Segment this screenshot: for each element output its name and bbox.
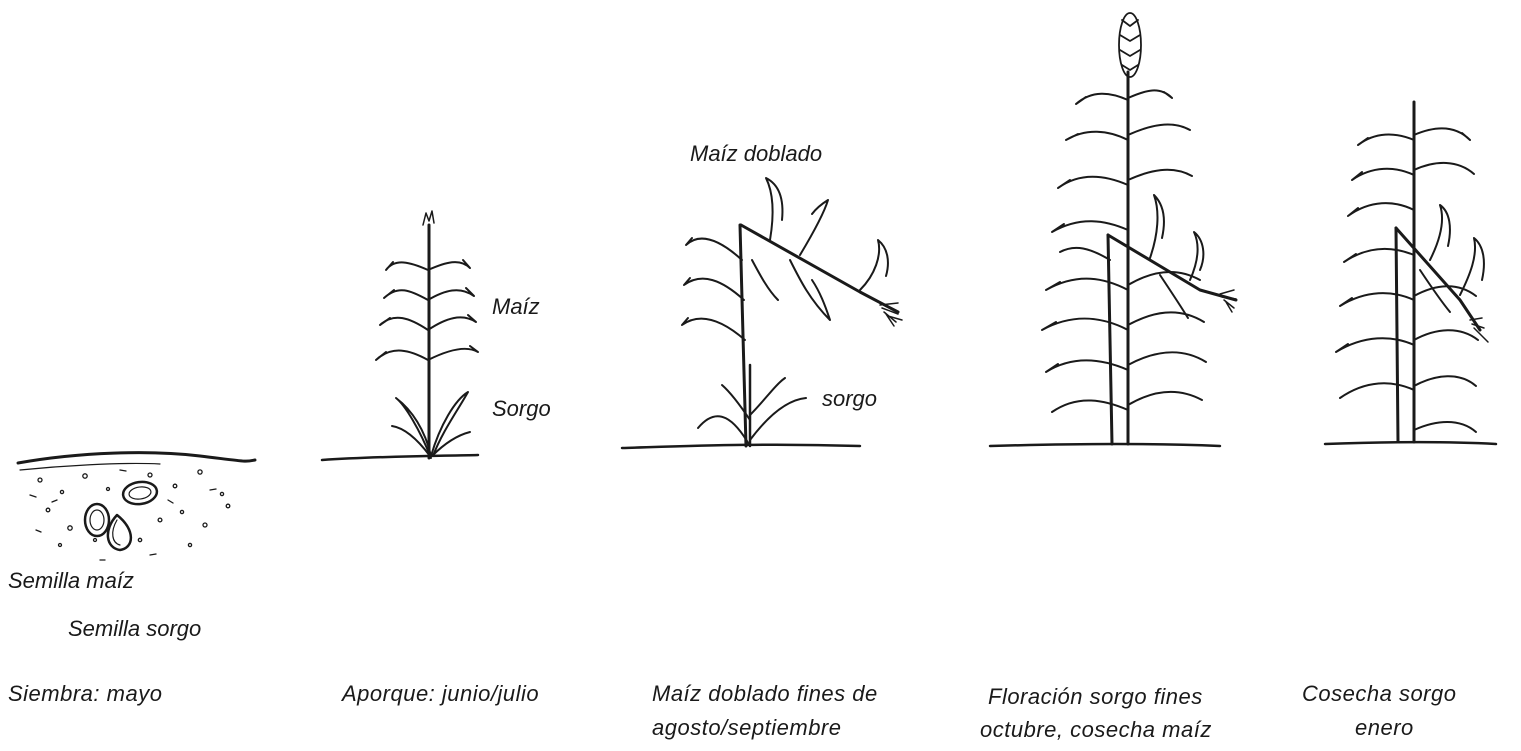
ground-line-4 <box>990 444 1220 446</box>
label-sorgo-stage2: Sorgo <box>492 395 551 424</box>
bent-maize-plant-5 <box>1396 205 1488 442</box>
mature-sorghum-plant <box>1336 102 1478 442</box>
label-semilla-maiz: Semilla maíz <box>8 567 134 596</box>
maize-seed-icon <box>85 480 158 536</box>
sorghum-seedling-2 <box>392 392 470 458</box>
sorghum-panicle-icon <box>1119 13 1141 77</box>
label-maiz-doblado: Maíz doblado <box>690 140 822 169</box>
label-semilla-sorgo: Semilla sorgo <box>68 615 201 644</box>
ground-line-2 <box>322 455 478 460</box>
caption-cosecha-line2: enero <box>1355 714 1414 743</box>
soil-cross-section <box>18 453 255 560</box>
ground-line-5 <box>1325 442 1496 444</box>
sorghum-plant-3 <box>698 365 806 446</box>
sorghum-seed-icon <box>108 515 131 550</box>
label-sorgo-stage3: sorgo <box>822 385 877 414</box>
caption-siembra: Siembra: mayo <box>8 680 162 709</box>
caption-aporque: Aporque: junio/julio <box>342 680 539 709</box>
ground-line-3 <box>622 445 860 448</box>
caption-cosecha-line1: Cosecha sorgo <box>1302 680 1456 709</box>
caption-floracion-line2: octubre, cosecha maíz <box>980 716 1212 745</box>
caption-maiz-doblado-line1: Maíz doblado fines de <box>652 680 878 709</box>
label-maiz: Maíz <box>492 293 540 322</box>
young-maize-plant <box>376 211 478 458</box>
caption-maiz-doblado-line2: agosto/septiembre <box>652 714 842 743</box>
caption-floracion-line1: Floración sorgo fines <box>988 683 1203 712</box>
flowering-sorghum-plant <box>1042 13 1206 444</box>
